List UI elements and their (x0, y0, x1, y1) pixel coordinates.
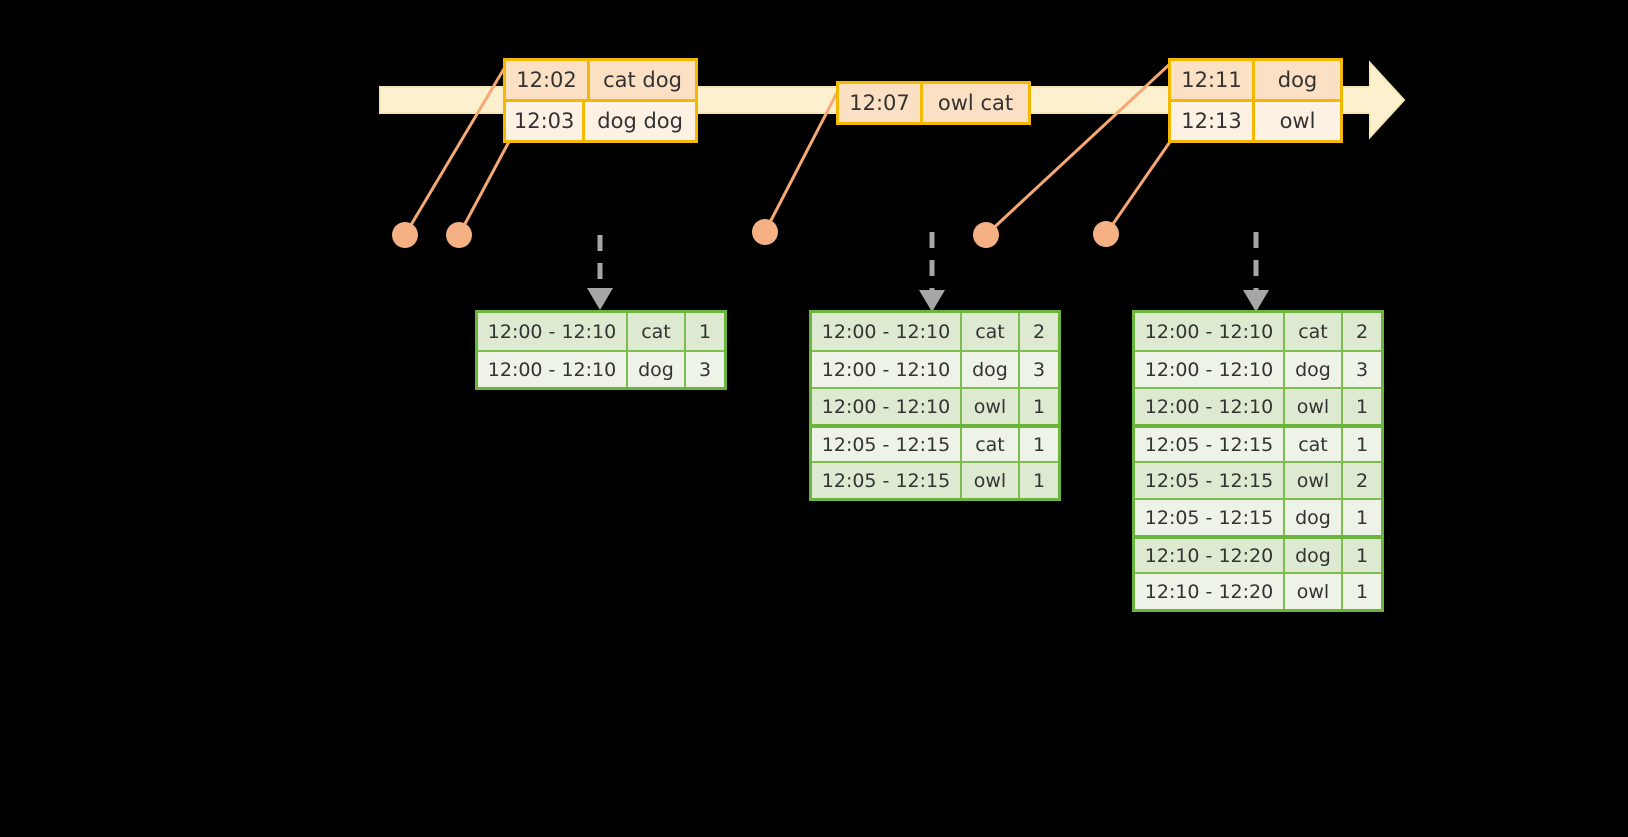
event-words: owl (1279, 109, 1316, 133)
window-cell: 12:00 - 12:10 (478, 313, 628, 350)
event-words: cat dog (603, 68, 682, 92)
word-cell: dog (1285, 539, 1343, 572)
word-cell: cat (628, 313, 686, 350)
window-cell: 12:00 - 12:10 (812, 313, 962, 350)
word-cell: cat (1285, 428, 1343, 461)
event-words: owl cat (937, 91, 1014, 115)
event-time: 12:11 (1171, 61, 1255, 99)
events-1: 12:02 cat dog 12:03 dog dog (503, 58, 698, 143)
window-cell: 12:10 - 12:20 (1135, 574, 1285, 609)
event-dot-layer (392, 219, 1119, 248)
word-cell: owl (962, 463, 1020, 498)
down-arrow-2 (919, 232, 945, 312)
connector-1207 (763, 84, 843, 233)
window-cell: 12:05 - 12:15 (1135, 463, 1285, 498)
window-cell: 12:00 - 12:10 (1135, 389, 1285, 424)
word-cell: owl (1285, 574, 1343, 609)
window-cell: 12:00 - 12:10 (478, 352, 628, 387)
window-cell: 12:00 - 12:10 (812, 352, 962, 387)
word-cell: dog (628, 352, 686, 387)
word-cell: owl (962, 389, 1020, 424)
count-cell: 3 (1355, 358, 1369, 381)
down-arrow-1 (587, 235, 613, 310)
event-row: 12:03 dog dog (506, 99, 695, 140)
events-2: 12:07 owl cat (836, 81, 1031, 125)
word-cell: cat (1285, 313, 1343, 350)
word-cell: cat (962, 313, 1020, 350)
connector-1202 (403, 61, 510, 236)
count-cell: 1 (1032, 469, 1046, 492)
event-row: 12:13 owl (1171, 99, 1340, 140)
window-cell: 12:00 - 12:10 (812, 389, 962, 424)
count-cell: 1 (1032, 433, 1046, 456)
connector-1213 (1104, 135, 1176, 235)
window-cell: 12:10 - 12:20 (1135, 539, 1285, 572)
down-arrow-layer (587, 232, 1269, 312)
count-cell: 1 (1355, 433, 1369, 456)
word-cell: owl (1285, 389, 1343, 424)
window-cell: 12:05 - 12:15 (812, 463, 962, 498)
count-cell: 1 (1032, 395, 1046, 418)
down-arrow-3 (1243, 232, 1269, 312)
count-cell: 1 (1355, 395, 1369, 418)
count-cell: 3 (1032, 358, 1046, 381)
events-3: 12:11 dog 12:13 owl (1168, 58, 1343, 143)
window-cell: 12:05 - 12:15 (812, 428, 962, 461)
dot-1202 (392, 222, 418, 248)
count-cell: 1 (1355, 544, 1369, 567)
event-words: dog dog (597, 109, 683, 133)
word-cell: dog (1285, 500, 1343, 535)
event-row: 12:02 cat dog (506, 61, 695, 99)
count-cell: 1 (1355, 580, 1369, 603)
word-cell: owl (1285, 463, 1343, 498)
count-cell: 1 (698, 320, 712, 343)
word-cell: dog (1285, 352, 1343, 387)
window-cell: 12:05 - 12:15 (1135, 428, 1285, 461)
event-time: 12:03 (506, 102, 586, 140)
dot-1211 (973, 222, 999, 248)
window-cell: 12:00 - 12:10 (1135, 313, 1285, 350)
connector-1203 (457, 135, 514, 236)
event-row: 12:07 owl cat (839, 84, 1028, 122)
count-cell: 2 (1032, 320, 1046, 343)
dot-1207 (752, 219, 778, 245)
window-cell: 12:05 - 12:15 (1135, 500, 1285, 535)
count-cell: 2 (1355, 469, 1369, 492)
event-time: 12:02 (506, 61, 590, 99)
count-cell: 1 (1355, 506, 1369, 529)
event-row: 12:11 dog (1171, 61, 1340, 99)
event-words: dog (1277, 68, 1318, 92)
dot-1213 (1093, 221, 1119, 247)
word-cell: dog (962, 352, 1020, 387)
dot-1203 (446, 222, 472, 248)
event-time: 12:13 (1171, 102, 1255, 140)
count-cell: 3 (698, 358, 712, 381)
word-cell: cat (962, 428, 1020, 461)
event-time: 12:07 (839, 84, 923, 122)
window-cell: 12:00 - 12:10 (1135, 352, 1285, 387)
count-cell: 2 (1355, 320, 1369, 343)
